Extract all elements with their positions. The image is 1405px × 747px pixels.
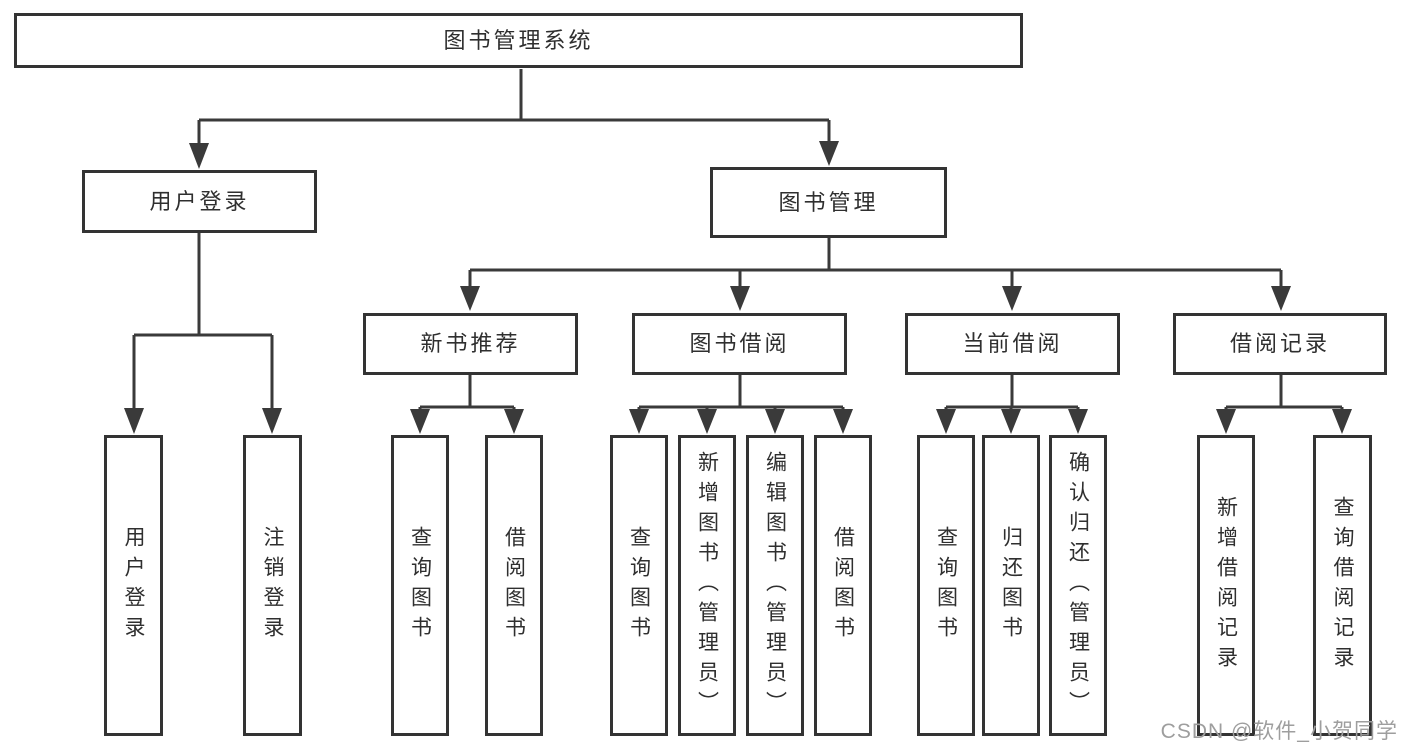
node-leaf-cb-confirm-return-admin: 确认归还（管理员） (1049, 435, 1107, 736)
node-leaf-bb-add-books-admin: 新增图书（管理员） (678, 435, 736, 736)
node-leaf-bb-edit-books-admin: 编辑图书（管理员） (746, 435, 804, 736)
node-root-label: 图书管理系统 (443, 27, 594, 53)
node-new-book-recommend-label: 新书推荐 (420, 331, 521, 356)
node-user-login: 用户登录 (82, 170, 317, 233)
node-leaf-bb-borrow-books-label: 借阅图书 (831, 525, 855, 646)
node-leaf-cb-return-books: 归还图书 (982, 435, 1040, 736)
watermark: CSDN @软件_小贺同学 (1160, 720, 1398, 743)
node-user-login-label: 用户登录 (149, 188, 250, 214)
node-leaf-user-login-label: 用户登录 (122, 525, 145, 646)
node-leaf-br-query-record: 查询借阅记录 (1313, 435, 1372, 736)
node-leaf-cb-query-books: 查询图书 (917, 435, 975, 736)
node-root: 图书管理系统 (14, 13, 1023, 68)
node-leaf-user-login: 用户登录 (104, 435, 163, 736)
node-leaf-cb-query-books-label: 查询图书 (934, 525, 958, 646)
node-leaf-nbr-borrow-books-label: 借阅图书 (502, 525, 526, 646)
node-borrow-records-label: 借阅记录 (1229, 331, 1330, 356)
node-leaf-logout-label: 注销登录 (261, 525, 284, 646)
node-leaf-nbr-query-books-label: 查询图书 (408, 525, 432, 646)
node-leaf-br-query-record-label: 查询借阅记录 (1331, 495, 1354, 676)
node-borrow-records: 借阅记录 (1173, 313, 1387, 375)
node-book-borrow: 图书借阅 (632, 313, 847, 375)
node-leaf-cb-confirm-return-admin-label: 确认归还（管理员） (1066, 450, 1090, 721)
node-leaf-nbr-borrow-books: 借阅图书 (485, 435, 543, 736)
node-new-book-recommend: 新书推荐 (363, 313, 578, 375)
node-book-management-label: 图书管理 (778, 189, 879, 215)
node-leaf-bb-borrow-books: 借阅图书 (814, 435, 872, 736)
node-leaf-cb-return-books-label: 归还图书 (999, 525, 1023, 646)
node-book-management: 图书管理 (710, 167, 947, 238)
node-leaf-bb-edit-books-admin-label: 编辑图书（管理员） (763, 450, 787, 721)
node-leaf-bb-add-books-admin-label: 新增图书（管理员） (695, 450, 719, 721)
node-current-borrow-label: 当前借阅 (962, 331, 1063, 356)
node-leaf-nbr-query-books: 查询图书 (391, 435, 449, 736)
node-leaf-bb-query-books-label: 查询图书 (627, 525, 651, 646)
node-leaf-logout: 注销登录 (243, 435, 302, 736)
node-leaf-br-add-record: 新增借阅记录 (1197, 435, 1255, 736)
node-book-borrow-label: 图书借阅 (689, 331, 790, 356)
node-current-borrow: 当前借阅 (905, 313, 1120, 375)
node-leaf-bb-query-books: 查询图书 (610, 435, 668, 736)
node-leaf-br-add-record-label: 新增借阅记录 (1214, 495, 1238, 676)
